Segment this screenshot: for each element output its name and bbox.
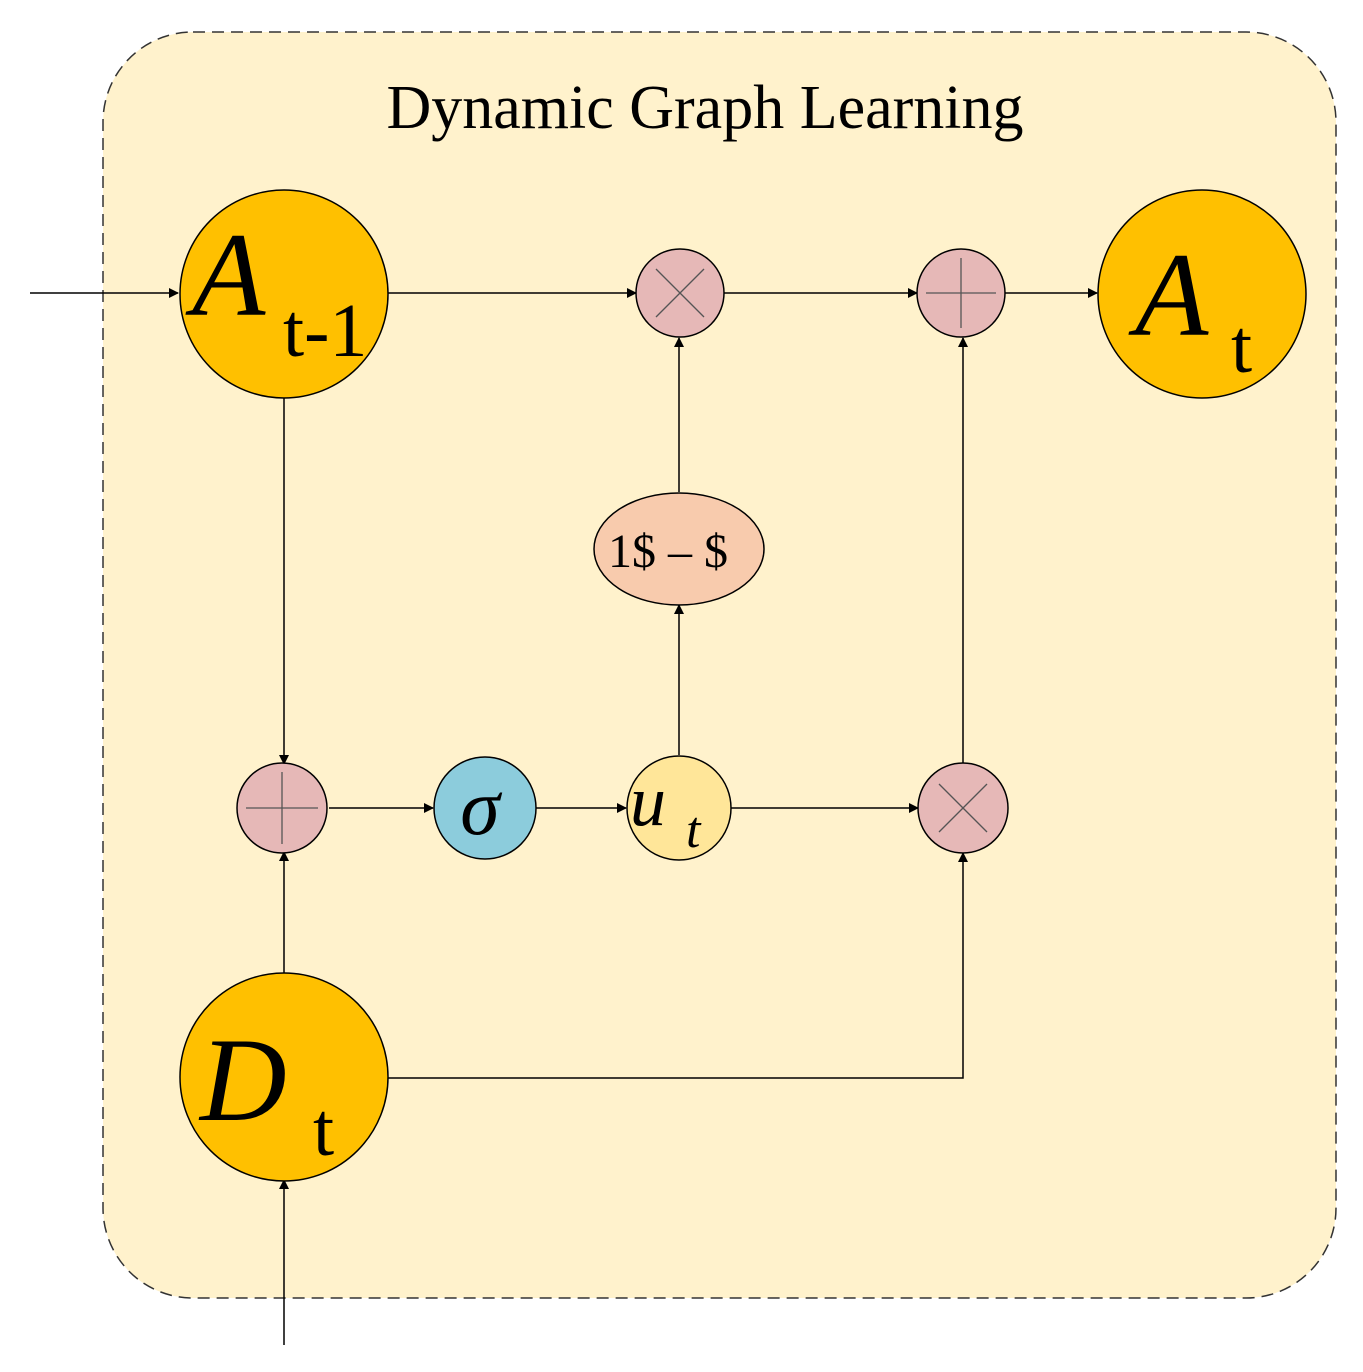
a-out-subscript: t (1231, 305, 1252, 389)
a-prev-symbol: A (185, 208, 266, 341)
a-out-symbol: A (1128, 228, 1209, 361)
add-bottom-node (236, 762, 328, 854)
edge-d-to-mult-bottom (388, 852, 968, 1079)
u-symbol: u (630, 761, 666, 841)
svg-text:D t: D t (198, 1013, 334, 1172)
complement-node: 1$ – $ (593, 492, 765, 606)
state-node-a-out: A t (1097, 189, 1307, 399)
svg-text:A t-1: A t-1 (185, 208, 367, 373)
input-node-d: D t (179, 972, 389, 1182)
sigmoid-node: σ (433, 756, 537, 860)
mult-top-node (635, 248, 725, 338)
state-node-a-prev: A t-1 (179, 189, 389, 399)
svg-text:A t: A t (1128, 228, 1252, 389)
diagram-title: Dynamic Graph Learning (387, 74, 1024, 142)
d-symbol: D (198, 1013, 287, 1146)
mult-bottom-node (917, 762, 1009, 854)
u-subscript: t (686, 802, 702, 859)
sigma-symbol: σ (460, 764, 502, 852)
d-subscript: t (313, 1088, 334, 1172)
a-prev-subscript: t-1 (283, 289, 367, 373)
complement-label: 1$ – $ (608, 525, 728, 578)
svg-text:u t: u t (630, 761, 702, 859)
module-panel (102, 31, 1337, 1299)
gate-node-u: u t (626, 755, 732, 861)
edges (30, 288, 1098, 1345)
add-top-node (916, 248, 1006, 338)
